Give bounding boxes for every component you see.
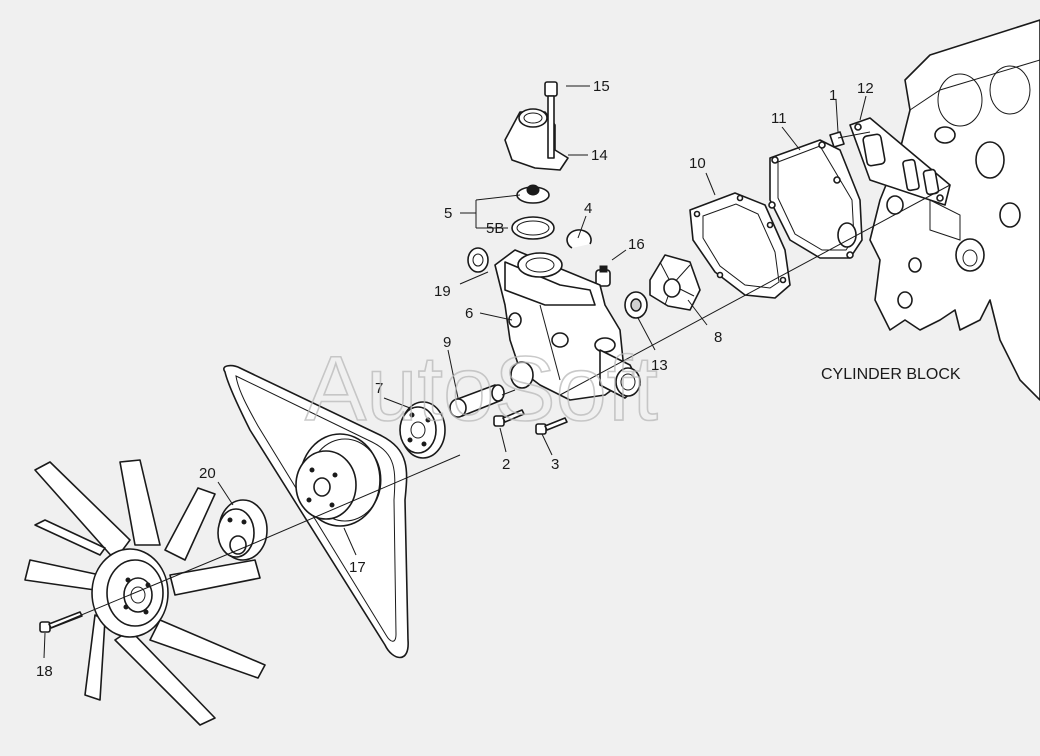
callout-8: 8 — [714, 329, 722, 346]
gasket-12 — [849, 117, 951, 206]
fitting-16 — [595, 265, 611, 287]
callout-5: 5 — [444, 205, 452, 222]
spacer-20 — [217, 499, 268, 561]
leader-lines — [43, 85, 867, 659]
thermostat-housing-14 — [504, 108, 569, 171]
callout-13: 13 — [651, 357, 668, 374]
callout-14: 14 — [591, 147, 608, 164]
callout-20: 20 — [199, 465, 216, 482]
callout-11: 11 — [771, 110, 787, 127]
cooling-fan — [24, 459, 266, 726]
callout-3: 3 — [551, 456, 559, 473]
plug-19 — [467, 247, 489, 273]
callout-18: 18 — [36, 663, 53, 680]
o-ring-4 — [566, 229, 592, 249]
callout-9: 9 — [443, 334, 451, 351]
pulley-17 — [295, 433, 382, 527]
thermostat-5 — [516, 184, 550, 204]
seal-13 — [624, 291, 648, 319]
callout-12: 12 — [857, 80, 874, 97]
callouts: 15 14 5 5B 4 16 19 6 9 7 8 13 10 11 1 12… — [36, 78, 874, 680]
callout-2: 2 — [502, 456, 510, 473]
impeller-8 — [649, 254, 701, 311]
callout-1: 1 — [829, 87, 837, 104]
callout-16: 16 — [628, 236, 645, 253]
cover-plate-11 — [768, 139, 863, 259]
callout-19: 19 — [434, 283, 451, 300]
bolt-3 — [535, 417, 568, 435]
callout-10: 10 — [689, 155, 706, 172]
callout-17: 17 — [349, 559, 366, 576]
callout-6: 6 — [465, 305, 473, 322]
bolt-18 — [39, 611, 83, 633]
callout-7: 7 — [375, 380, 383, 397]
cylinder-block — [869, 19, 1040, 401]
bolt-1 — [829, 131, 871, 148]
bolt-15 — [544, 81, 558, 159]
callout-15: 15 — [593, 78, 610, 95]
pump-housing-6 — [494, 249, 641, 401]
pulley-hub-7 — [399, 401, 446, 459]
callout-5b: 5B — [486, 220, 504, 237]
seal-ring-5b — [511, 216, 555, 240]
watermark: AutoSoft — [305, 338, 658, 440]
gasket-10 — [689, 192, 791, 299]
callout-4: 4 — [584, 200, 592, 217]
bolt-2 — [493, 409, 525, 427]
cylinder-block-label: CYLINDER BLOCK — [821, 366, 961, 383]
shaft-bearing-9 — [449, 384, 516, 418]
